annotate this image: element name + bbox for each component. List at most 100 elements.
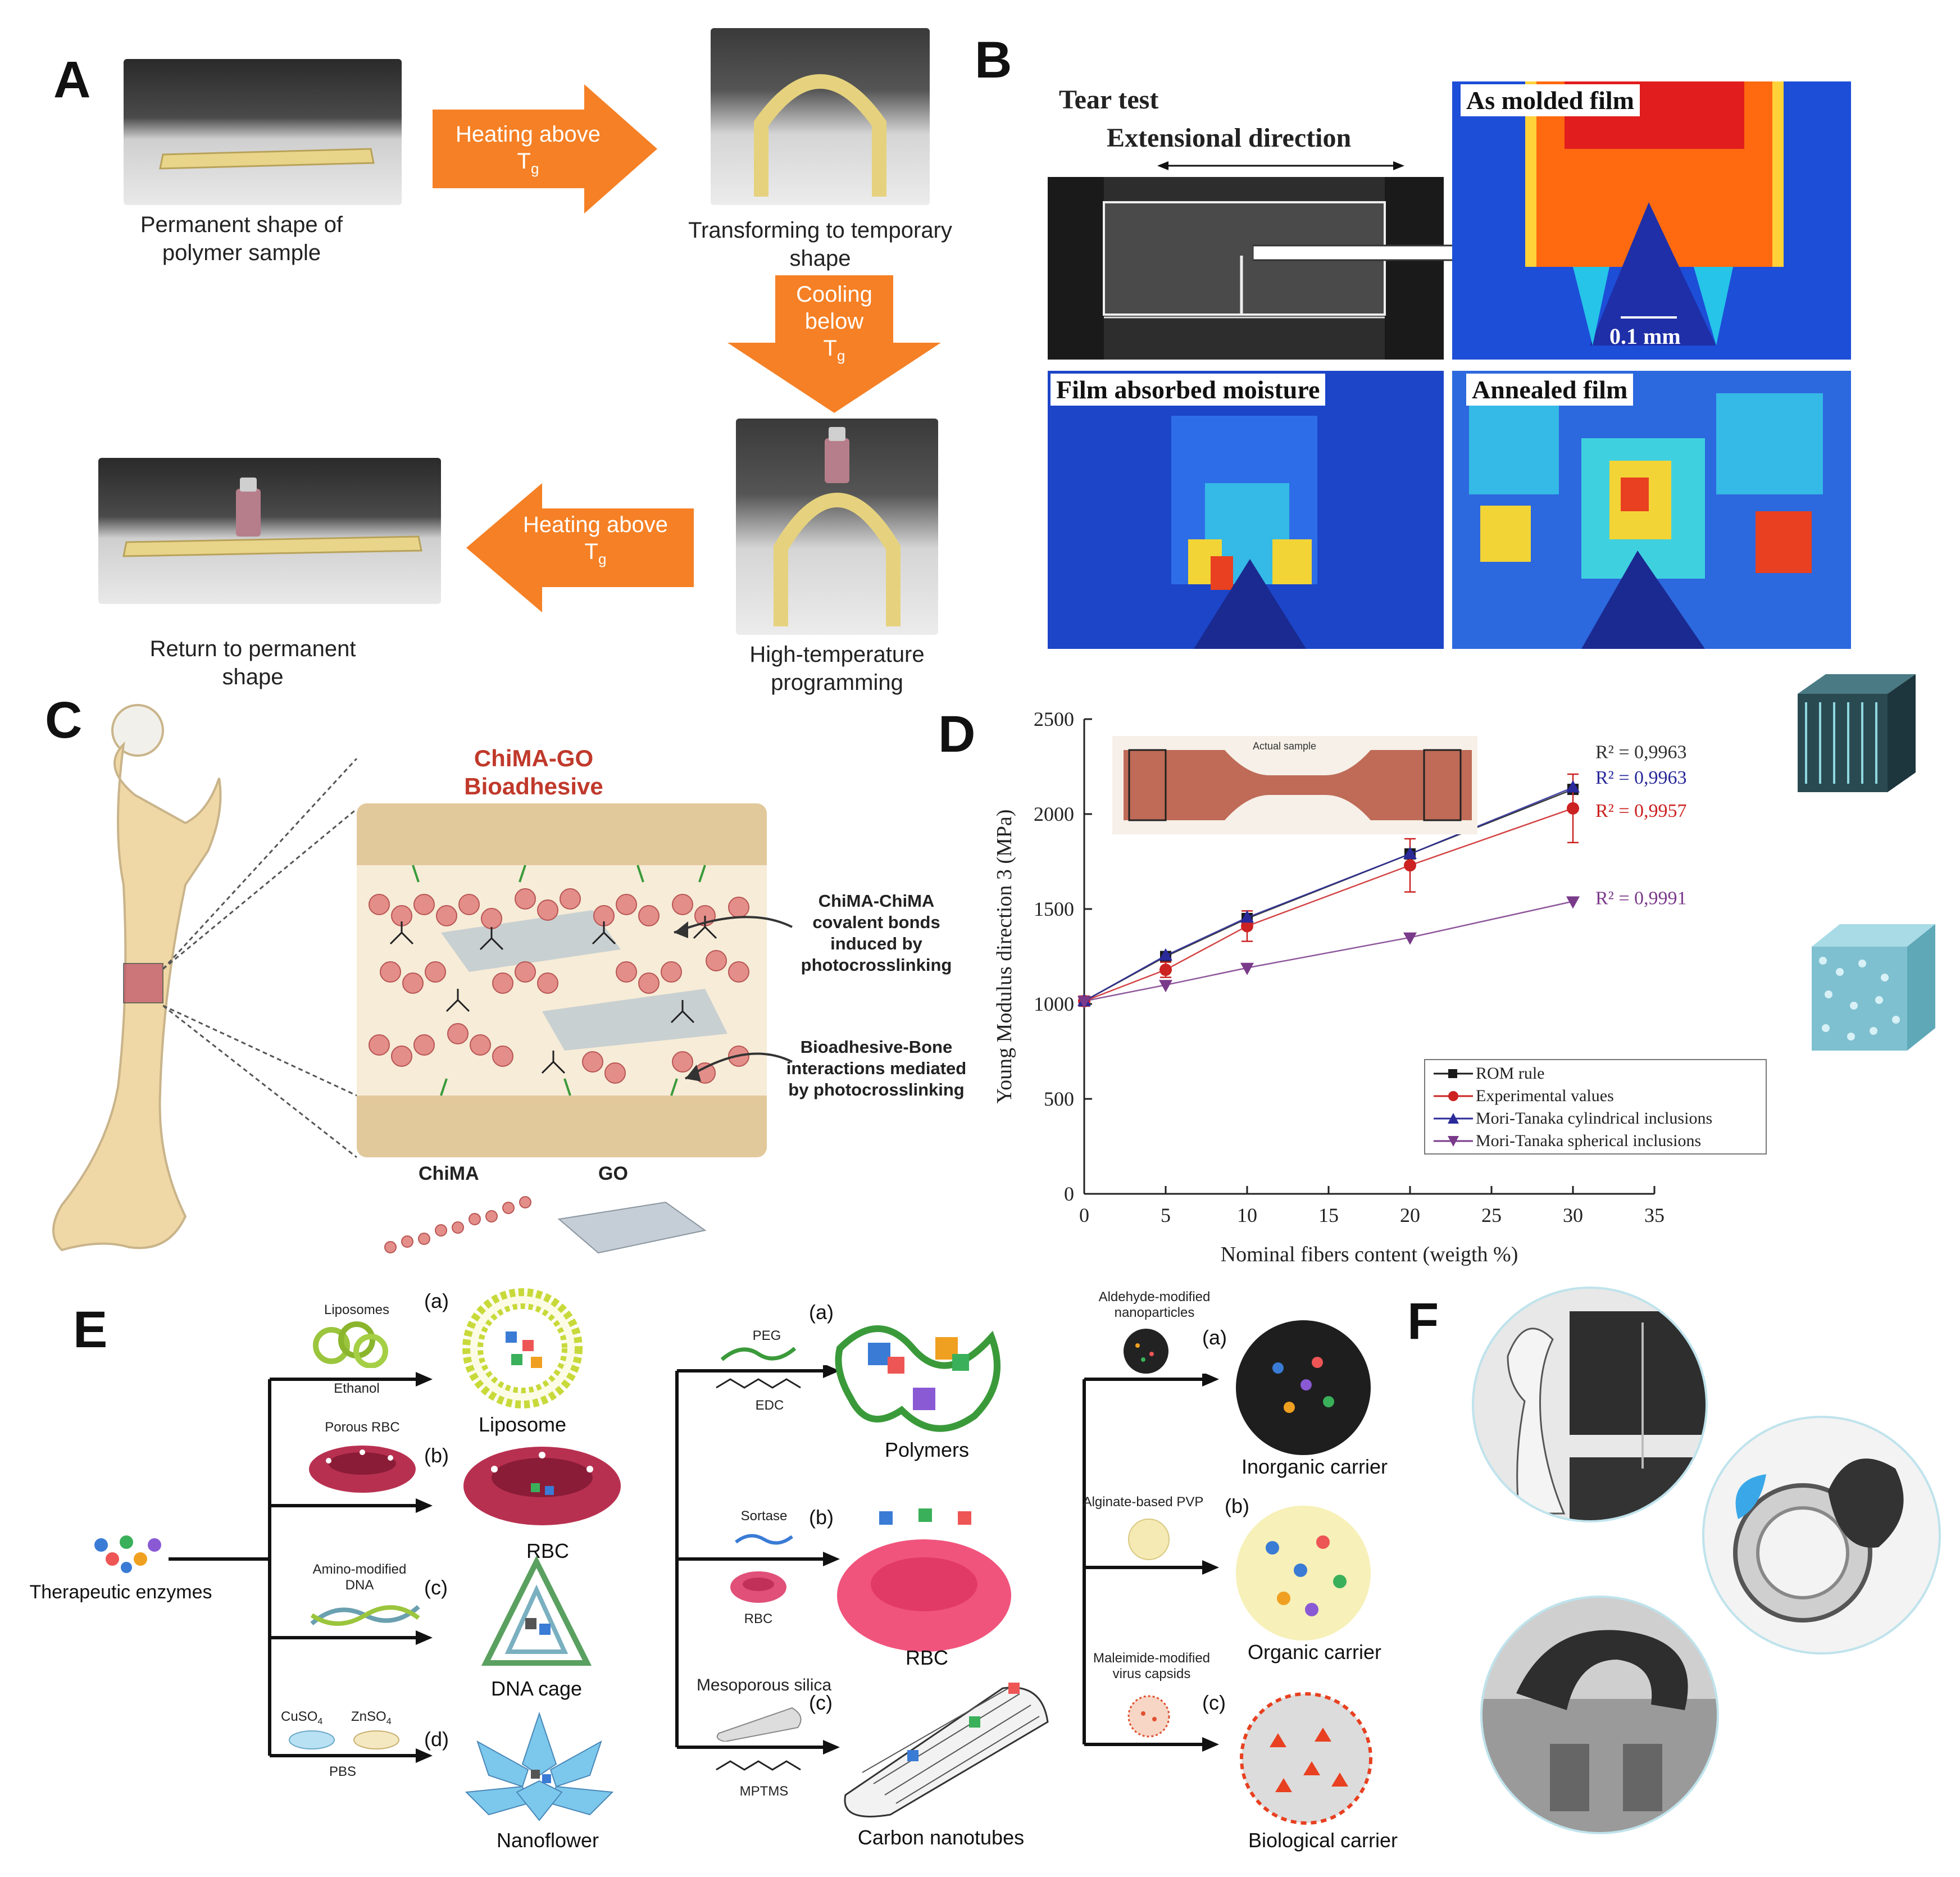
polymers-label: Polymers xyxy=(884,1438,970,1461)
panel-a-letter: A xyxy=(53,51,91,108)
rbc-label-col1: RBC xyxy=(526,1539,569,1562)
liposomes-label: Liposomes xyxy=(324,1302,390,1317)
data-point-cylindrical xyxy=(1566,780,1580,793)
cooling-sub: g xyxy=(836,347,845,364)
col3-b-tag: (b) xyxy=(1225,1494,1249,1517)
panel-c-letter: C xyxy=(45,692,83,749)
r-squared-label: R² = 0,9963 xyxy=(1595,767,1687,788)
legend-label-spherical: Mori-Tanaka spherical inclusions xyxy=(1476,1131,1702,1150)
col1-a-tag: (a) xyxy=(424,1289,449,1312)
data-point-cylindrical xyxy=(1159,948,1172,961)
polymer-bar-icon xyxy=(159,148,375,170)
alginate-particle-icon xyxy=(1128,1519,1170,1560)
heating-arrow-1-text: Heating above xyxy=(456,122,601,147)
y-tick-label: 2000 xyxy=(1034,803,1074,825)
scale-bar-label: 0.1 mm xyxy=(1609,324,1681,349)
series-line-3 xyxy=(1084,901,1574,1002)
arch-icon xyxy=(754,74,886,197)
pbs-label: PBS xyxy=(329,1764,357,1779)
chima-label: ChiMA xyxy=(419,1163,479,1184)
heating-arrow-left xyxy=(466,483,694,612)
data-point-cylindrical xyxy=(1403,846,1417,859)
carbon-nanotubes-label: Carbon nanotubes xyxy=(857,1826,1025,1849)
virus-capsid-icon xyxy=(1127,1695,1170,1738)
panel-e-letter: E xyxy=(73,1301,108,1358)
circle-photo-top xyxy=(1472,1287,1708,1522)
tear-specimen-icon xyxy=(1048,177,1444,360)
x-tick-label: 10 xyxy=(1237,1204,1257,1226)
heating-arrow-1-label: Heating above Tg xyxy=(438,121,618,182)
caption-temporary: Transforming to temporary shape xyxy=(688,218,952,271)
dogbone-specimen-icon xyxy=(1124,749,1472,821)
heating-arrow-1-t: T xyxy=(517,149,531,174)
heating-arrow-2-label: Heating above Tg xyxy=(506,511,685,572)
heating-arrow-2-sub: g xyxy=(598,551,607,567)
polymer-network-icon xyxy=(835,1325,1001,1432)
data-point-experimental xyxy=(1159,964,1172,976)
tree-lines-col1 xyxy=(169,1372,433,1763)
data-point-spherical xyxy=(1077,996,1091,1008)
data-point-spherical xyxy=(1159,980,1172,993)
dna-cage-label: DNA cage xyxy=(490,1677,583,1700)
legend-marker-experimental xyxy=(1434,1091,1473,1101)
small-rbc-icon xyxy=(730,1571,786,1603)
panel-b-letter: B xyxy=(975,31,1012,89)
legend-row-rom: ROM rule xyxy=(1431,1062,1760,1085)
cooling-t: T xyxy=(823,336,837,361)
dna-cage-icon xyxy=(481,1556,592,1666)
col2-c-tag: (c) xyxy=(809,1691,833,1714)
legend-marker-cylindrical xyxy=(1434,1113,1473,1124)
rbc-small-label: RBC xyxy=(744,1611,773,1626)
aldehyde-particle-icon xyxy=(1124,1329,1168,1374)
as-molded-title: As molded film xyxy=(1461,84,1640,116)
extensional-direction-label: Extensional direction xyxy=(1107,123,1352,153)
bioadhesive-network xyxy=(357,803,767,1157)
silica-tube-icon xyxy=(716,1707,802,1742)
legend-marker-spherical xyxy=(1434,1136,1473,1147)
heating-arrow-2-text: Heating above xyxy=(523,512,668,537)
enzyme-cluster-icon xyxy=(94,1535,161,1573)
porous-rbc-icon xyxy=(309,1446,416,1493)
col3-c-tag: (c) xyxy=(1202,1691,1226,1714)
legend-row-experimental: Experimental values xyxy=(1431,1085,1760,1107)
moisture-field xyxy=(1048,371,1444,649)
sortase-icon xyxy=(735,1534,793,1545)
cylindrical-cube-icon xyxy=(1798,674,1916,792)
legend-label-experimental: Experimental values xyxy=(1476,1087,1614,1105)
actual-sample-inset: Actual sample xyxy=(1112,736,1477,834)
femur-bone-icon xyxy=(52,704,222,1252)
edc-label: EDC xyxy=(755,1398,784,1413)
zoom-lines xyxy=(163,758,358,1158)
cuso4-sub: 4 xyxy=(317,1716,323,1726)
cooling-text-1: Cooling xyxy=(796,282,872,307)
dna-strand-icon xyxy=(310,1605,420,1626)
label-chima-bonds: ChiMA-ChiMA covalent bonds induced by ph… xyxy=(801,891,952,975)
panel-f-letter: F xyxy=(1407,1293,1439,1350)
annealed-field xyxy=(1452,371,1851,649)
col1-c-tag: (c) xyxy=(424,1576,448,1599)
znso4-sub: 4 xyxy=(386,1716,392,1726)
chima-go-title-line1: ChiMA-GO xyxy=(474,745,594,771)
printed-structure-icon xyxy=(1507,1311,1706,1520)
salt-ellipses-icon xyxy=(289,1730,399,1749)
biological-carrier-label: Biological carrier xyxy=(1248,1829,1398,1852)
aldehyde-label: Aldehyde-modified nanoparticles xyxy=(1098,1289,1211,1320)
x-tick-label: 35 xyxy=(1644,1204,1665,1226)
inorganic-carrier-icon xyxy=(1236,1320,1371,1455)
liposome-label: Liposome xyxy=(478,1413,567,1436)
cooling-text-2: below xyxy=(804,309,864,334)
as-molded-heatmap: 0.1 mm xyxy=(1452,81,1851,360)
inorganic-carrier-label: Inorganic carrier xyxy=(1241,1455,1388,1478)
edc-structure-icon xyxy=(716,1378,801,1389)
actual-sample-label: Actual sample xyxy=(1253,740,1317,752)
circle-photo-right xyxy=(1702,1416,1941,1655)
go-label: GO xyxy=(598,1163,628,1184)
cuso4-label: CuSO4 xyxy=(281,1709,322,1727)
chart-legend: ROM rule Experimental values Mori-Tanaka… xyxy=(1424,1059,1767,1155)
col3-a-tag: (a) xyxy=(1202,1326,1227,1349)
nanoflower-icon xyxy=(465,1711,614,1821)
data-point-experimental xyxy=(1404,859,1416,872)
heating-arrow-1-sub: g xyxy=(530,160,539,177)
x-axis-title: Nominal fibers content (weigth %) xyxy=(1221,1243,1518,1266)
x-tick-label: 0 xyxy=(1079,1204,1089,1226)
